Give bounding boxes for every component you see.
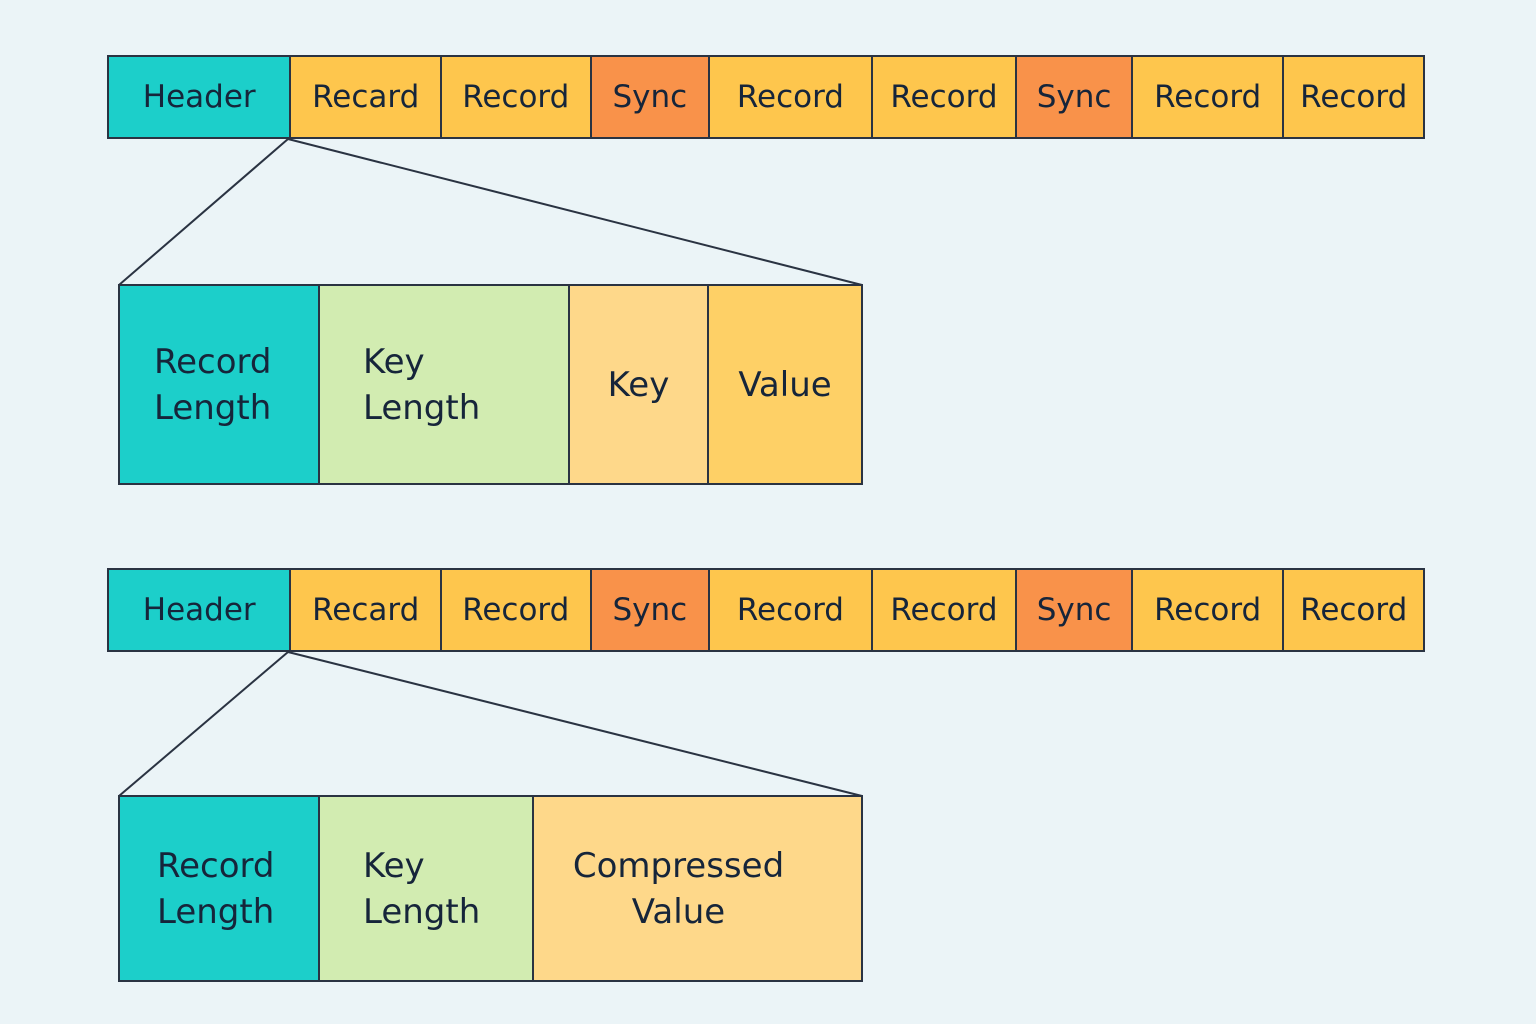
record-length-line-2: Length [157, 891, 275, 932]
zoom-line-left-a [118, 138, 289, 286]
sync-block: Sync [1015, 57, 1131, 137]
key-length-field: Key Length [318, 286, 568, 483]
record-block: Record [439, 570, 590, 650]
zoom-line-right-b [287, 651, 863, 797]
value-field: Value [707, 286, 861, 483]
key-label: Key [607, 364, 670, 405]
record-block: Record [1130, 570, 1283, 650]
record-block: Record [1282, 570, 1424, 650]
compressed-value-line-2: Value [631, 891, 726, 932]
key-length-line-2: Length [363, 387, 481, 428]
key-length-line-1: Key [363, 845, 425, 886]
header-block: Header [109, 570, 290, 650]
sync-block: Sync [589, 570, 709, 650]
compressed-value-line-1: Compressed [572, 845, 785, 886]
record-block: Record [1130, 57, 1283, 137]
sync-block: Sync [1015, 570, 1131, 650]
record-block: Record [1282, 57, 1424, 137]
record-detail-b: Record Length Key Length Compressed Valu… [118, 795, 863, 982]
record-length-line-1: Record [154, 341, 272, 382]
key-length-field: Key Length [318, 797, 532, 980]
record-length-field: Record Length [120, 797, 318, 980]
sync-block: Sync [589, 57, 709, 137]
file-sequence-b: Header Recard Record Sync Record Record … [107, 568, 1425, 652]
record-block: Record [870, 570, 1016, 650]
file-sequence-a: Header Recard Record Sync Record Record … [107, 55, 1425, 139]
record-length-line-2: Length [154, 387, 272, 428]
key-length-line-1: Key [363, 341, 425, 382]
record-block: Recard [289, 570, 440, 650]
key-field: Key [568, 286, 707, 483]
header-block: Header [109, 57, 290, 137]
record-block: Record [870, 57, 1016, 137]
record-length-line-1: Record [157, 845, 275, 886]
record-block: Recard [289, 57, 440, 137]
record-block: Record [708, 570, 871, 650]
value-label: Value [738, 364, 832, 405]
record-block: Record [708, 57, 871, 137]
zoom-line-right-a [287, 138, 863, 286]
record-length-field: Record Length [120, 286, 318, 483]
record-block: Record [439, 57, 590, 137]
key-length-line-2: Length [363, 891, 481, 932]
compressed-value-field: Compressed Value [532, 797, 861, 980]
record-detail-a: Record Length Key Length Key Value [118, 284, 863, 485]
zoom-line-left-b [118, 651, 289, 797]
